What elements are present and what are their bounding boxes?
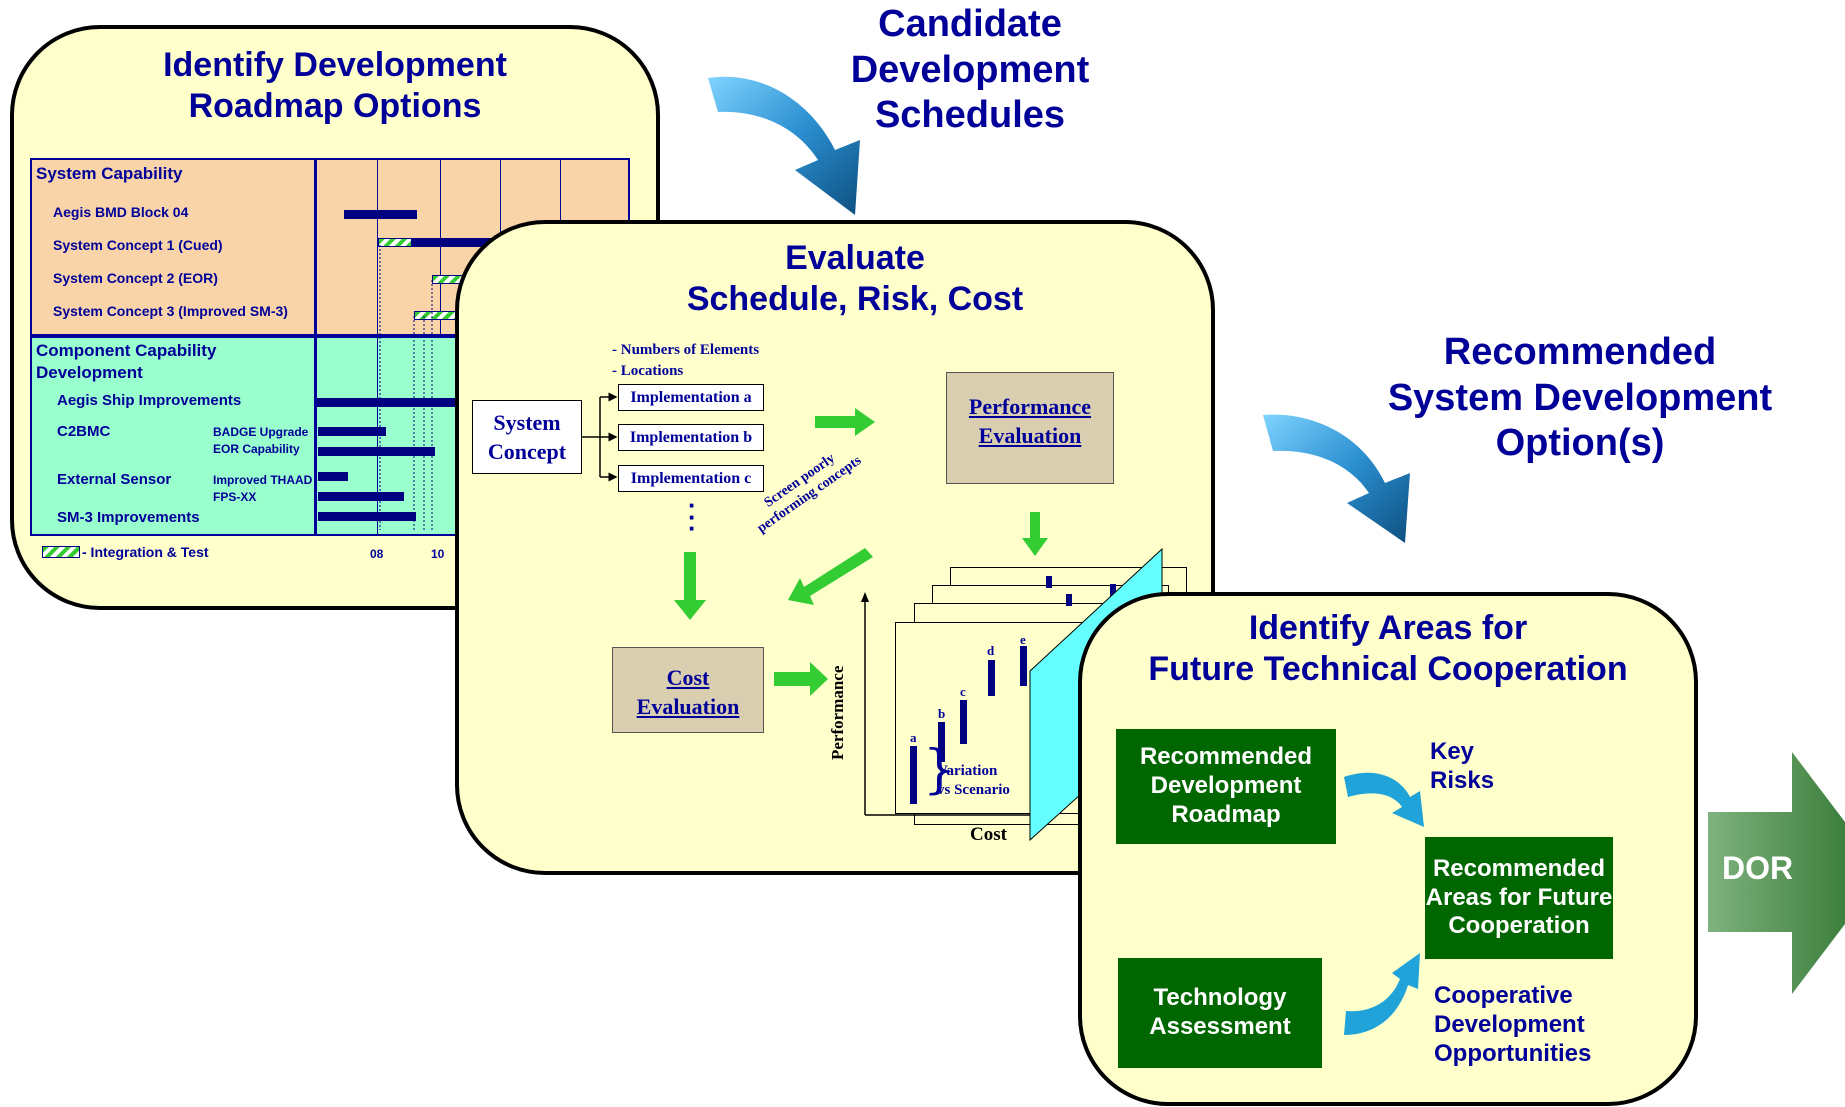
gantt-bar: [344, 210, 417, 219]
gantt-bar: [318, 512, 416, 521]
bar-label-a: a: [910, 730, 917, 745]
gantt-gridline: [440, 158, 441, 336]
bar-b: [938, 722, 945, 762]
gantt-bar: [412, 238, 512, 247]
integration-test-bar: [378, 238, 412, 247]
year-tick: 10: [431, 547, 445, 561]
row-label: SM-3 Improvements: [57, 509, 200, 526]
year-tick: 08: [370, 547, 384, 561]
bar-e: [1020, 646, 1027, 686]
implementation-connectors: [582, 392, 618, 482]
gantt-bar: [318, 427, 386, 436]
gantt-gridline: [377, 158, 378, 536]
gantt-bar: [318, 447, 435, 456]
dependency-lines: [379, 245, 433, 530]
legend-swatch: [42, 546, 80, 558]
legend-label: - Integration & Test: [82, 544, 209, 560]
cooperative-opportunities-label: Cooperative Development Opportunities: [1434, 982, 1592, 1067]
sub-row-label: Improved THAAD FPS-XX: [213, 473, 313, 505]
implementation-b: Implementation b: [618, 424, 764, 451]
gantt-divider: [314, 158, 317, 536]
bar-label-b: b: [938, 706, 946, 721]
row-label: System Concept 1 (Cued): [53, 237, 223, 253]
variation-label: Variation vs Scenario: [937, 763, 1010, 798]
candidate-label: Candidate Development Schedules: [850, 3, 1090, 137]
cost-evaluation-box: Cost Evaluation: [612, 647, 764, 733]
bar-label-d: d: [987, 643, 995, 658]
bar-label-e: e: [1020, 632, 1026, 647]
bar-label-c: c: [960, 684, 966, 699]
back-bar: [1110, 584, 1116, 598]
panel3-title: Identify Areas for Future Technical Coop…: [1148, 609, 1628, 688]
implementation-a: Implementation a: [618, 384, 764, 411]
cost-axis-label: Cost: [970, 824, 1007, 845]
panel2-title: Evaluate Schedule, Risk, Cost: [686, 239, 1024, 318]
performance-axis-label: Performance: [828, 665, 847, 760]
key-risks-label: Key Risks: [1430, 738, 1495, 794]
more-implementations-ellipsis: ···: [688, 490, 697, 544]
system-concept-box: System Concept: [472, 400, 582, 474]
row-label: Aegis Ship Improvements: [57, 392, 242, 409]
sub-row-label: BADGE Upgrade EOR Capability: [213, 425, 309, 457]
dor-label: DOR: [1722, 850, 1794, 886]
back-bar: [1066, 594, 1072, 606]
row-label: C2BMC: [57, 423, 111, 440]
recommended-label: Recommended System Development Option(s): [1387, 331, 1773, 465]
component-header: Component Capability Development: [36, 341, 217, 383]
flow-arrow-candidate: [708, 76, 860, 215]
bar-a: [910, 746, 917, 804]
system-capability-header: System Capability: [36, 164, 183, 183]
row-label: System Concept 3 (Improved SM-3): [53, 303, 288, 319]
implementation-c: Implementation c: [618, 465, 764, 492]
concept-parameters: - Numbers of Elements - Locations: [612, 342, 760, 379]
variation-brace: }: [923, 740, 957, 800]
back-bar: [1046, 576, 1052, 588]
curved-arrows: [1344, 772, 1424, 1035]
row-label: External Sensor: [57, 471, 172, 488]
row-label: System Concept 2 (EOR): [53, 270, 218, 286]
bar-d: [988, 660, 995, 696]
performance-evaluation-box: Performance Evaluation: [946, 372, 1114, 484]
panel1-title: Identify Development Roadmap Options: [163, 46, 507, 125]
bar-c: [960, 700, 967, 744]
gantt-bar: [317, 398, 457, 407]
green-process-arrows: [674, 408, 1048, 696]
row-label: Aegis BMD Block 04: [53, 204, 189, 220]
gantt-bar: [318, 492, 404, 501]
dor-arrow: [1708, 752, 1845, 994]
flow-arrow-recommended: [1263, 414, 1410, 543]
gantt-bar: [318, 472, 348, 481]
